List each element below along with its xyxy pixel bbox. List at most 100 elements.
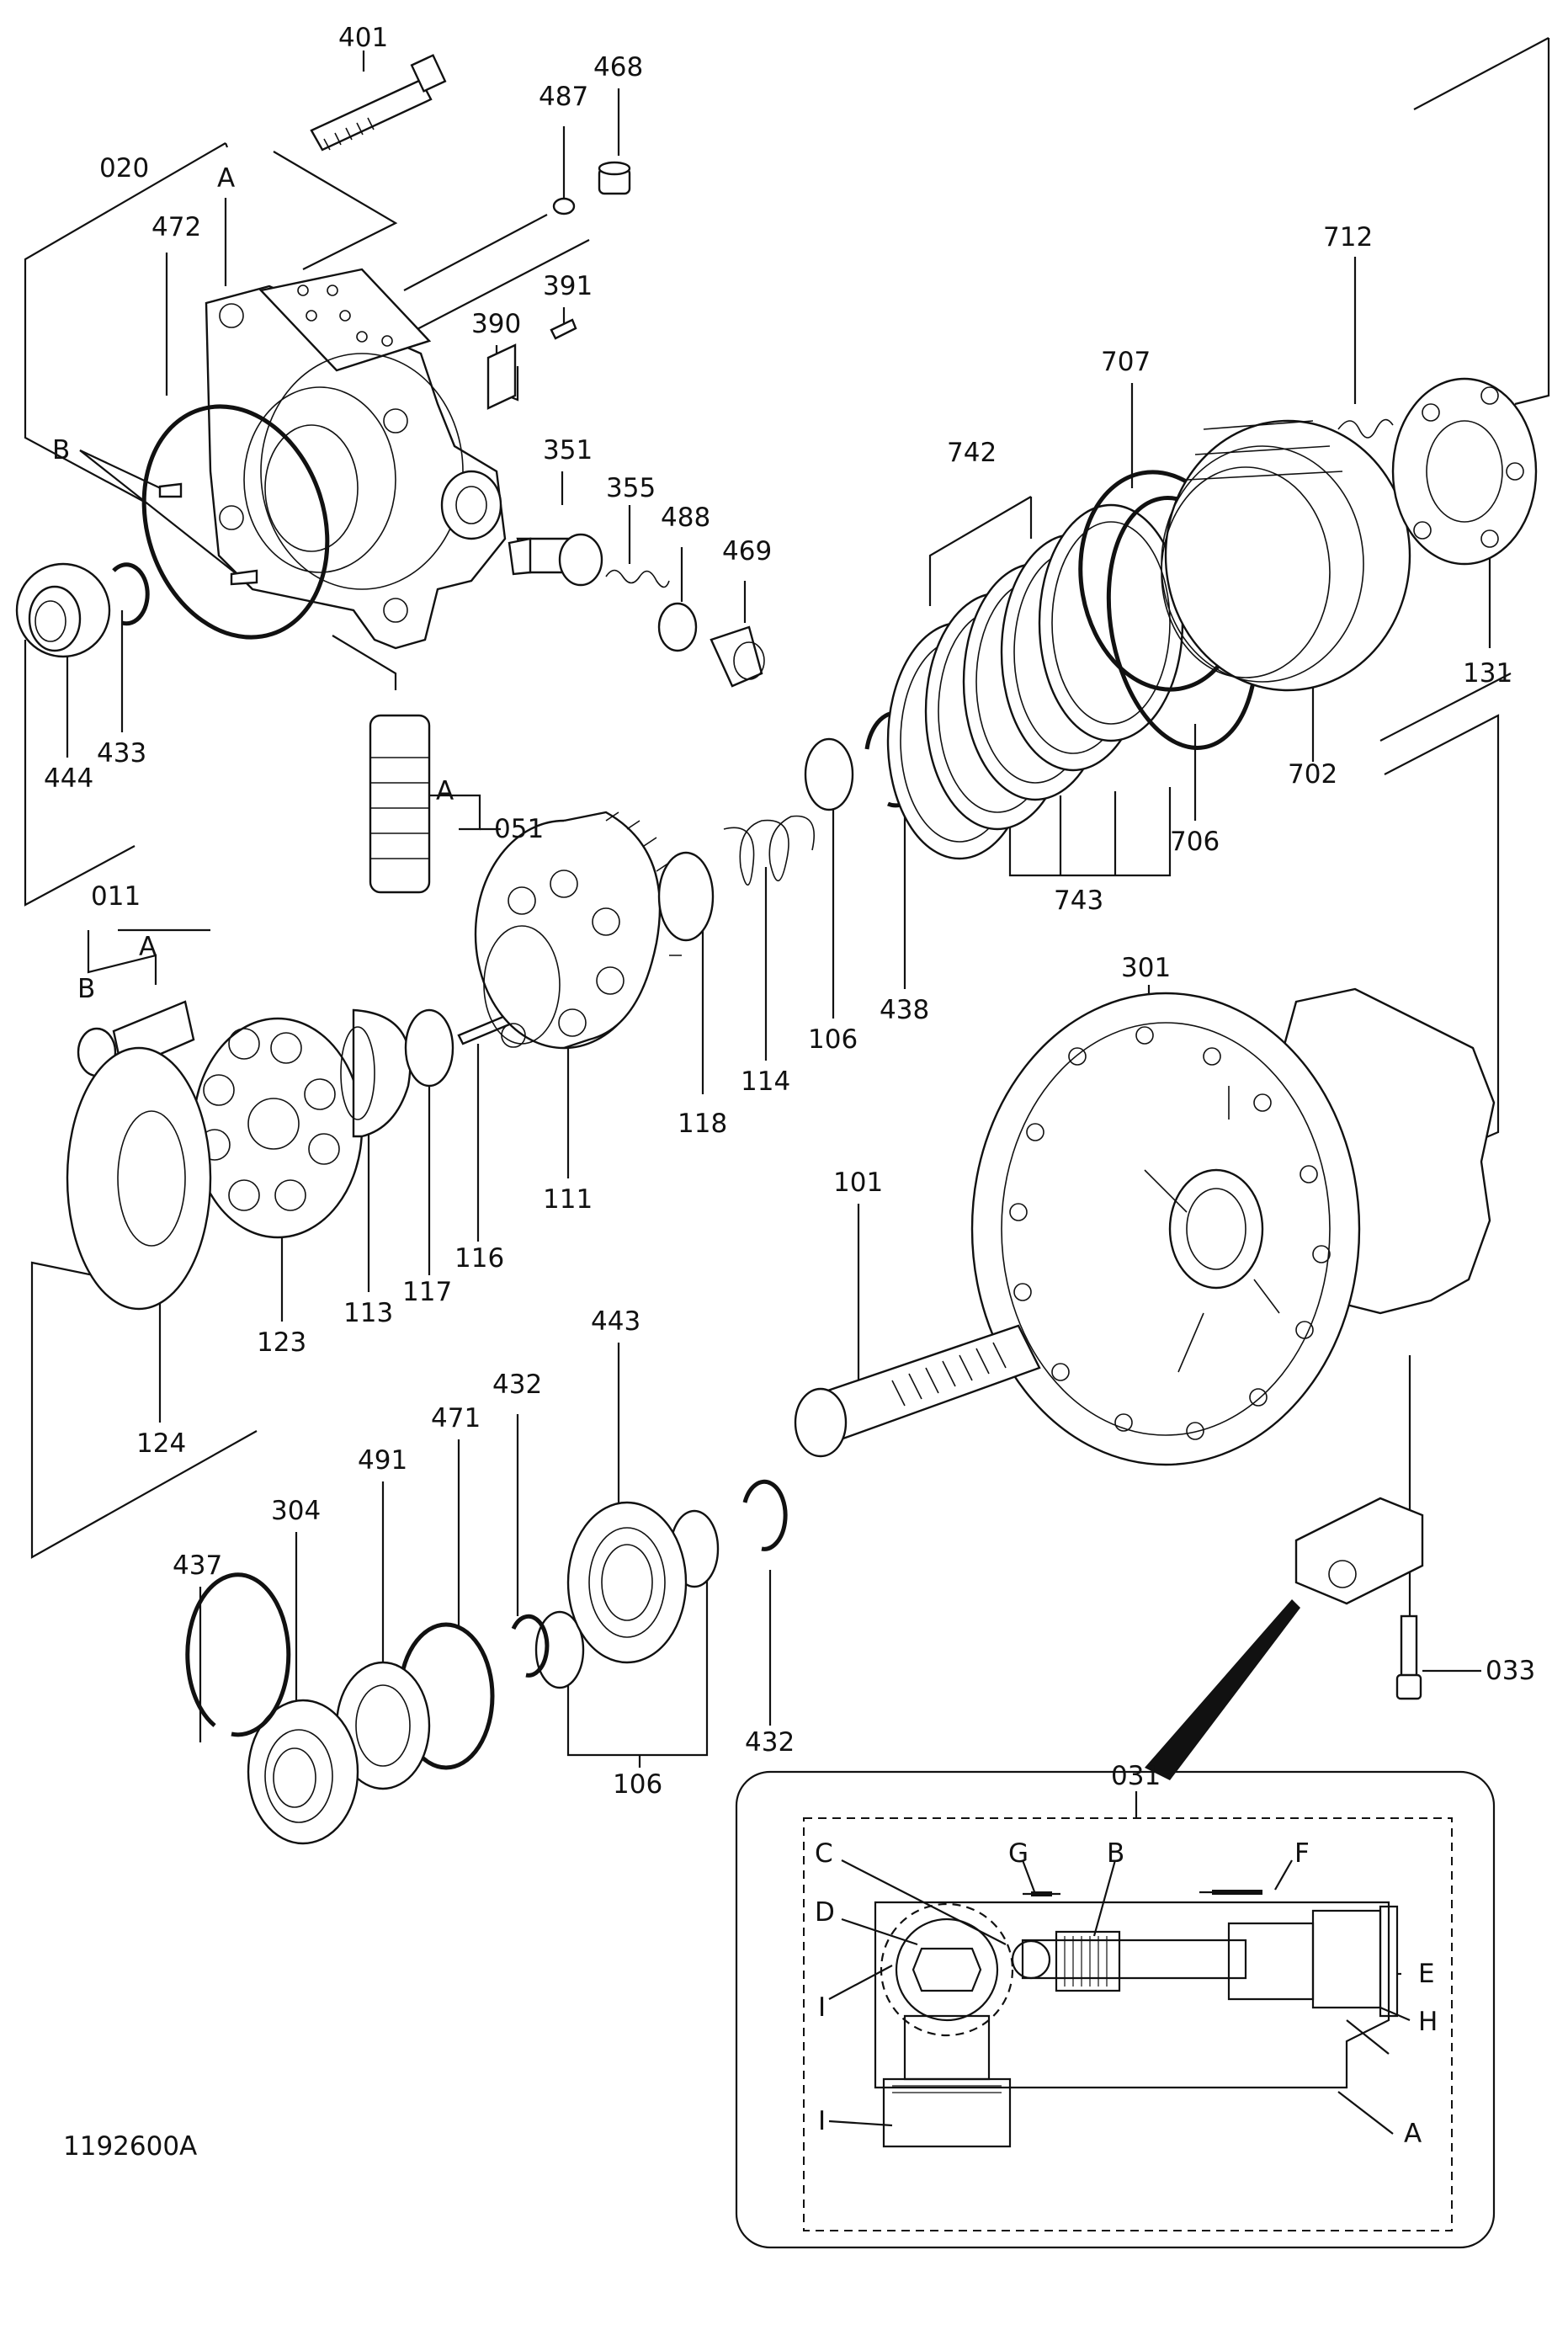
label-051: 051 <box>494 814 544 844</box>
label-472: 472 <box>151 212 201 242</box>
valveplate-123 <box>192 1017 364 1239</box>
snapring-433 <box>112 562 150 626</box>
drawing-number: 1192600A <box>63 2131 197 2162</box>
spring-355 <box>605 569 670 588</box>
label-742: 742 <box>947 438 997 468</box>
label-491: 491 <box>358 1445 407 1476</box>
label-A-spool: A <box>436 776 454 806</box>
label-033: 033 <box>1486 1656 1535 1686</box>
label-304: 304 <box>271 1496 321 1526</box>
detail-label-G: G <box>1008 1838 1029 1869</box>
spring-114 <box>723 815 816 886</box>
snapring-437 <box>185 1572 291 1737</box>
bush-113 <box>340 1008 412 1138</box>
snapring-432-upper <box>742 1479 788 1551</box>
label-A-housing: A <box>217 163 235 194</box>
plug-469 <box>710 625 765 688</box>
label-B-011: B <box>77 974 95 1004</box>
ring-118 <box>657 851 715 942</box>
casing-301 <box>970 987 1496 1466</box>
label-116: 116 <box>454 1243 504 1274</box>
spring-712 <box>1337 418 1394 439</box>
label-469: 469 <box>722 536 772 566</box>
oring-487 <box>552 197 576 215</box>
plate-390 <box>486 343 517 410</box>
label-401: 401 <box>338 23 388 53</box>
label-432-upper: 432 <box>492 1370 542 1400</box>
housing-020 <box>158 268 507 650</box>
label-487: 487 <box>539 82 588 112</box>
detail-031-box <box>735 1770 1496 2249</box>
label-114: 114 <box>741 1066 790 1097</box>
label-301: 301 <box>1121 953 1171 983</box>
label-706: 706 <box>1170 827 1220 857</box>
ring-117 <box>404 1008 454 1088</box>
label-444: 444 <box>44 763 93 794</box>
label-438: 438 <box>880 995 929 1025</box>
detail-label-I-upper: I <box>818 1992 826 2023</box>
label-B-housing: B <box>52 435 70 465</box>
ring-488 <box>657 602 698 652</box>
label-106-upper: 106 <box>808 1024 858 1055</box>
detail-labels: C G B F D E I H I A <box>815 1838 1438 2149</box>
detail-label-D: D <box>815 1897 835 1928</box>
label-113: 113 <box>343 1298 393 1328</box>
detail-label-F: F <box>1294 1838 1310 1869</box>
bearing-444 <box>15 562 111 658</box>
label-101: 101 <box>833 1168 883 1198</box>
spool-051 <box>369 714 431 894</box>
piston-702 <box>1161 419 1411 692</box>
discs-742-743 <box>886 503 1184 860</box>
thrustplate-124 <box>66 1046 212 1311</box>
screw-391 <box>550 318 577 340</box>
detail-label-A: A <box>1404 2119 1422 2149</box>
bearing-443 <box>566 1501 688 1664</box>
valveplate-131 <box>1391 377 1538 566</box>
label-020: 020 <box>99 153 149 184</box>
label-111: 111 <box>543 1184 593 1215</box>
label-707: 707 <box>1101 347 1151 377</box>
label-131: 131 <box>1463 658 1512 689</box>
cylinderblock-111 <box>474 811 683 1050</box>
label-702: 702 <box>1288 759 1337 790</box>
oring-472 <box>141 404 330 640</box>
label-437: 437 <box>173 1550 222 1581</box>
label-031: 031 <box>1111 1761 1161 1791</box>
seal-491 <box>335 1661 431 1790</box>
valve-351 <box>508 533 603 587</box>
label-355: 355 <box>606 473 656 503</box>
label-117: 117 <box>402 1277 452 1307</box>
leader-lines <box>24 37 1550 1780</box>
label-351: 351 <box>543 435 593 465</box>
label-A-011: A <box>139 932 157 962</box>
label-124: 124 <box>136 1428 186 1459</box>
ring-106-lower-b <box>534 1610 585 1689</box>
snapring-432-lower <box>511 1614 550 1678</box>
label-432-lower: 432 <box>745 1727 795 1758</box>
detail-label-I-lower: I <box>818 2106 826 2136</box>
label-106-lower: 106 <box>613 1769 662 1800</box>
shaft-101 <box>794 1324 1041 1458</box>
detail-label-H: H <box>1418 2007 1438 2037</box>
label-123: 123 <box>257 1327 306 1358</box>
label-471: 471 <box>431 1403 481 1433</box>
plug-468 <box>598 161 631 195</box>
valveblock-031 <box>1294 1497 1424 1605</box>
label-433: 433 <box>97 738 146 769</box>
cover-304 <box>247 1699 359 1845</box>
parts <box>15 54 1538 1845</box>
label-488: 488 <box>661 503 710 533</box>
detail-label-C: C <box>815 1838 833 1869</box>
label-390: 390 <box>471 309 521 339</box>
label-743: 743 <box>1054 886 1103 916</box>
label-443: 443 <box>591 1306 640 1337</box>
label-712: 712 <box>1323 222 1373 253</box>
bolt-033 <box>1395 1614 1422 1700</box>
part-labels: 401 468 487 020 A 472 391 390 712 707 35… <box>44 23 1535 1800</box>
label-011: 011 <box>91 881 141 912</box>
bolt-401 <box>310 54 447 152</box>
label-468: 468 <box>593 52 643 82</box>
label-118: 118 <box>678 1109 727 1139</box>
ring-106 <box>804 737 854 811</box>
